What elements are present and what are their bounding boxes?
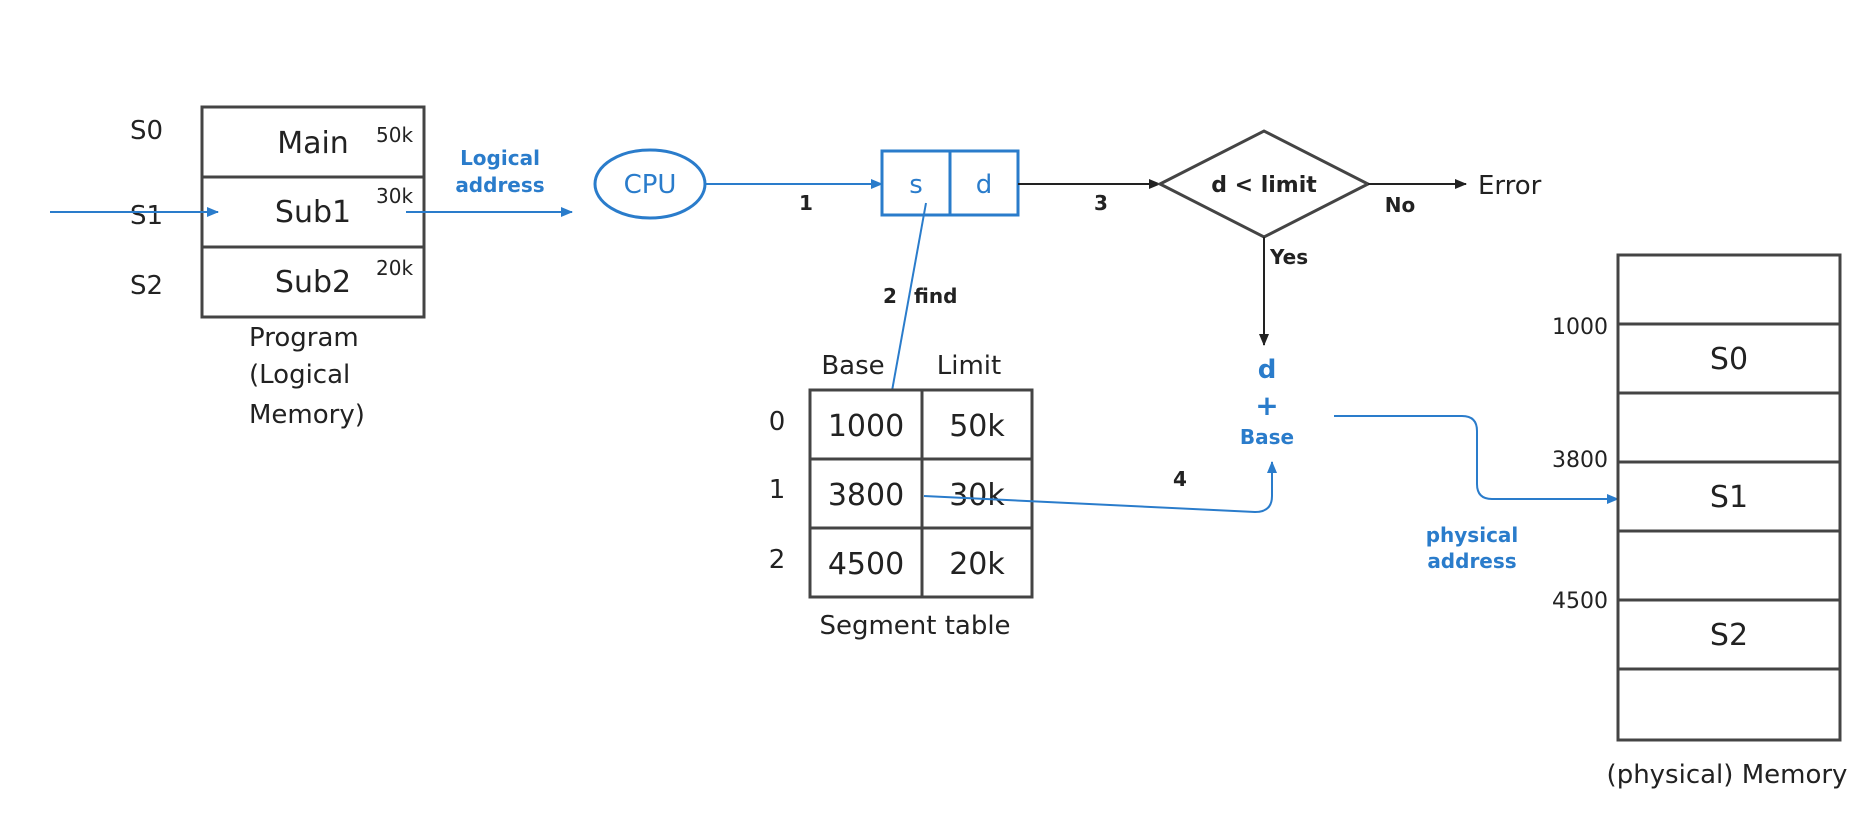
table-base-2: 4500 <box>828 547 904 582</box>
table-row-index-0: 0 <box>769 407 786 437</box>
segment-name-sub2: Sub2 <box>275 265 351 300</box>
step3-label: 3 <box>1094 191 1108 215</box>
memory-block-free-1 <box>1616 391 1842 464</box>
segment-name-sub1: Sub1 <box>275 195 351 230</box>
decision-label: d < limit <box>1211 173 1317 198</box>
sum-base: Base <box>1240 425 1294 449</box>
table-header-base: Base <box>821 351 884 381</box>
step4-label: 4 <box>1173 467 1187 491</box>
logical-address-line2: address <box>455 173 544 197</box>
step1-label: 1 <box>799 191 813 215</box>
program-caption-line3: Memory) <box>249 400 365 430</box>
memory-block-free-bottom <box>1616 667 1842 742</box>
memory-label-s1: S1 <box>1710 480 1748 515</box>
memory-block-s2 <box>1616 598 1842 671</box>
address-field-d <box>948 149 1020 217</box>
segment-table-caption: Segment table <box>819 611 1010 641</box>
no-label: No <box>1385 193 1415 217</box>
step2-label: 2 <box>883 284 897 308</box>
table-cell-base-2 <box>808 526 924 599</box>
memory-caption: (physical) Memory <box>1607 760 1848 790</box>
memory-label-s0: S0 <box>1710 342 1748 377</box>
address-d-text: d <box>976 170 993 200</box>
physical-memory: S0 S1 S2 1000 3800 4500 (physical) Memor… <box>1552 253 1848 790</box>
memory-block-free-2 <box>1616 529 1842 602</box>
physical-address-arrow <box>1334 415 1619 504</box>
memory-block-s0 <box>1616 322 1842 395</box>
memory-label-s2: S2 <box>1710 618 1748 653</box>
address-s-text: s <box>909 170 923 200</box>
table-limit-0: 50k <box>949 409 1005 444</box>
cpu-label: CPU <box>624 170 677 200</box>
table-header-limit: Limit <box>937 351 1001 381</box>
table-cell-limit-2 <box>920 526 1034 599</box>
table-row-index-1: 1 <box>769 475 786 505</box>
physical-address-line1: physical <box>1426 523 1519 547</box>
sum-d: d <box>1258 355 1277 385</box>
step4-arrow <box>923 461 1277 514</box>
table-cell-limit-0 <box>920 388 1034 461</box>
physical-address-line2: address <box>1427 549 1516 573</box>
segment-label-s0: S0 <box>130 116 163 146</box>
table-limit-1: 30k <box>949 478 1005 513</box>
segment-sub1-box <box>200 175 426 249</box>
segment-size-sub2: 20k <box>376 256 413 280</box>
address-field-s <box>880 149 952 217</box>
table-cell-base-1 <box>808 457 924 530</box>
table-base-1: 3800 <box>828 478 904 513</box>
memory-block-s1 <box>1616 460 1842 533</box>
segment-size-main: 50k <box>376 123 413 147</box>
memory-address-4500: 4500 <box>1552 589 1608 614</box>
yes-label: Yes <box>1269 245 1308 269</box>
memory-block-free-top <box>1616 253 1842 326</box>
memory-address-3800: 3800 <box>1552 448 1608 473</box>
address-box: s d <box>880 149 1020 217</box>
sum-plus: + <box>1255 389 1278 422</box>
segment-sub2-box <box>200 245 426 319</box>
step2-find-text: find <box>914 284 957 308</box>
segment-main-box <box>200 105 426 179</box>
program-block: S0 S1 S2 Main Sub1 Sub2 50k 30k 20k Prog… <box>130 105 426 430</box>
segment-label-s1: S1 <box>130 201 163 231</box>
program-caption-line2: (Logical <box>249 360 350 390</box>
segment-name-main: Main <box>277 126 349 161</box>
segment-label-s2: S2 <box>130 271 163 301</box>
program-caption-line1: Program <box>249 323 359 353</box>
segment-table: Base Limit 0 1 2 1000 50k 3800 30k 4500 … <box>769 351 1034 641</box>
memory-address-1000: 1000 <box>1552 315 1608 340</box>
logical-address-line1: Logical <box>460 146 540 170</box>
table-row-index-2: 2 <box>769 545 786 575</box>
table-base-0: 1000 <box>828 409 904 444</box>
error-label: Error <box>1478 171 1542 201</box>
segment-size-sub1: 30k <box>376 184 413 208</box>
table-cell-limit-1 <box>920 457 1034 530</box>
table-limit-2: 20k <box>949 547 1005 582</box>
